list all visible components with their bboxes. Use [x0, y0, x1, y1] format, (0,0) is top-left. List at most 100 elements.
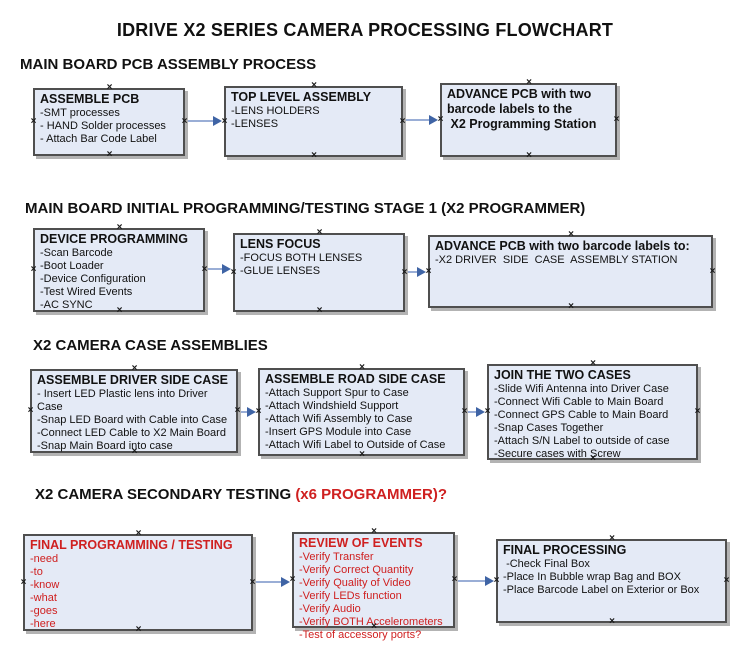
connection-handle-icon	[131, 365, 138, 373]
box-title: FINAL PROGRAMMING / TESTING	[30, 538, 233, 552]
connection-handle-icon	[20, 579, 27, 587]
section-heading-case-assemblies: X2 CAMERA CASE ASSEMBLIES	[33, 337, 268, 354]
box-line: -Attach Support Spur to Case	[265, 387, 409, 399]
connection-handle-icon	[27, 407, 34, 415]
connection-handle-icon	[709, 268, 716, 276]
connection-handle-icon	[30, 266, 37, 274]
arrowhead-icon	[429, 115, 438, 125]
connection-handle-icon	[221, 118, 228, 126]
arrowhead-icon	[222, 264, 231, 274]
flow-box-assemble-driver-side-case: ASSEMBLE DRIVER SIDE CASE - Insert LED P…	[30, 369, 238, 453]
box-line: -Verify Correct Quantity	[299, 564, 414, 576]
connection-handle-icon	[106, 151, 113, 159]
box-title: DEVICE PROGRAMMING	[40, 232, 188, 246]
box-line: -Test of accessory ports?	[299, 629, 422, 641]
box-line: -Verify Transfer	[299, 551, 374, 563]
box-title: ASSEMBLE PCB	[40, 92, 140, 106]
section-heading-text: MAIN BOARD INITIAL PROGRAMMING/TESTING S…	[25, 200, 586, 217]
flow-box-final-processing: FINAL PROCESSING -Check Final Box -Place…	[496, 539, 727, 623]
flow-box-device-programming: DEVICE PROGRAMMING -Scan Barcode -Boot L…	[33, 228, 205, 312]
connection-handle-icon	[255, 408, 262, 416]
box-title: TOP LEVEL ASSEMBLY	[231, 90, 372, 104]
arrowhead-icon	[476, 407, 485, 417]
connection-handle-icon	[135, 530, 142, 538]
section-heading-text: X2 CAMERA CASE ASSEMBLIES	[33, 337, 268, 354]
connection-handle-icon	[526, 152, 533, 160]
connection-handle-icon	[568, 231, 575, 239]
section-heading-secondary-testing: X2 CAMERA SECONDARY TESTING (x6 PROGRAMM…	[35, 486, 447, 503]
box-line: -Attach Wifi Assembly to Case	[265, 413, 413, 425]
flow-box-assemble-pcb: ASSEMBLE PCB -SMT processes - HAND Solde…	[33, 88, 185, 156]
flow-arrow	[240, 406, 256, 418]
flow-box-review-of-events: REVIEW OF EVENTS -Verify Transfer -Verif…	[289, 532, 455, 641]
arrow-line	[458, 580, 487, 582]
box-title: JOIN THE TWO CASES	[494, 368, 631, 382]
arrow-line	[241, 411, 249, 413]
connection-handle-icon	[116, 224, 123, 232]
box-line: -AC SYNC	[40, 299, 93, 311]
connection-handle-icon	[609, 618, 616, 626]
flow-arrow	[405, 114, 438, 126]
flow-arrow	[255, 576, 290, 588]
connection-handle-icon	[30, 118, 37, 126]
box-line: -what	[30, 592, 57, 604]
box-line: -LENSES	[231, 118, 279, 130]
section-heading-text: MAIN BOARD PCB ASSEMBLY PROCESS	[20, 56, 317, 73]
box-line: -FOCUS BOTH LENSES	[240, 252, 363, 264]
box-line: -Place Barcode Label on Exterior or Box	[503, 584, 700, 596]
connection-handle-icon	[135, 626, 142, 634]
page-title: IDRIVE X2 SERIES CAMERA PROCESSING FLOWC…	[116, 20, 614, 40]
box-line: -to	[30, 566, 43, 578]
box-line: - Insert LED Plastic lens into Driver Ca…	[37, 388, 211, 413]
box-line: -Snap Cases Together	[494, 422, 604, 434]
connection-handle-icon	[694, 408, 701, 416]
connection-handle-icon	[484, 408, 491, 416]
connection-handle-icon	[371, 528, 378, 536]
flow-box-top-level-assembly: TOP LEVEL ASSEMBLY -LENS HOLDERS -LENSES	[224, 86, 403, 157]
box-line: -Snap LED Board with Cable into Case	[37, 414, 228, 426]
box-title: ASSEMBLE DRIVER SIDE CASE	[37, 373, 229, 387]
box-line: -goes	[30, 605, 58, 617]
box-title: ADVANCE PCB with two barcode labels to t…	[447, 87, 597, 131]
box-line: -Boot Loader	[40, 260, 104, 272]
connection-handle-icon	[590, 455, 597, 463]
flow-box-advance-pcb-programming-station: ADVANCE PCB with two barcode labels to t…	[440, 83, 617, 157]
connection-handle-icon	[526, 79, 533, 87]
box-line: -Test Wired Events	[40, 286, 133, 298]
flow-arrow	[407, 266, 426, 278]
flow-arrow	[457, 575, 494, 587]
arrow-line	[256, 581, 283, 583]
box-line: -Attach Windshield Support	[265, 400, 399, 412]
connection-handle-icon	[723, 577, 730, 585]
box-line: -Connect GPS Cable to Main Board	[494, 409, 669, 421]
connection-handle-icon	[230, 269, 237, 277]
box-title: FINAL PROCESSING	[503, 543, 627, 557]
flow-arrow	[207, 263, 231, 275]
section-heading-text: X2 CAMERA SECONDARY TESTING	[35, 486, 296, 503]
connection-handle-icon	[609, 535, 616, 543]
arrow-line	[406, 119, 431, 121]
box-line: -Verify LEDs function	[299, 590, 402, 602]
connection-handle-icon	[316, 229, 323, 237]
box-line: -Verify Audio	[299, 603, 361, 615]
box-line: -Attach S/N Label to outside of case	[494, 435, 670, 447]
box-line: -Verify BOTH Accelerometers	[299, 616, 443, 628]
arrowhead-icon	[281, 577, 290, 587]
connection-handle-icon	[289, 576, 296, 584]
section-heading-pcb-assembly: MAIN BOARD PCB ASSEMBLY PROCESS	[20, 56, 316, 73]
box-line: - HAND Solder processes	[40, 120, 166, 132]
connection-handle-icon	[613, 116, 620, 124]
arrow-line	[208, 268, 224, 270]
box-title: LENS FOCUS	[240, 237, 321, 251]
box-line: -Connect Wifi Cable to Main Board	[494, 396, 664, 408]
flow-box-advance-pcb-driver-side-station: ADVANCE PCB with two barcode labels to: …	[428, 235, 713, 308]
box-line: -Connect LED Cable to X2 Main Board	[37, 427, 226, 439]
box-title: ADVANCE PCB with two barcode labels to:	[435, 239, 690, 253]
flow-box-assemble-road-side-case: ASSEMBLE ROAD SIDE CASE -Attach Support …	[258, 368, 465, 456]
arrowhead-icon	[213, 116, 222, 126]
flow-box-lens-focus: LENS FOCUS -FOCUS BOTH LENSES -GLUE LENS…	[233, 233, 405, 312]
box-line: -Place In Bubble wrap Bag and BOX	[503, 571, 681, 583]
flow-arrow	[187, 115, 222, 127]
box-title: REVIEW OF EVENTS	[299, 536, 423, 550]
